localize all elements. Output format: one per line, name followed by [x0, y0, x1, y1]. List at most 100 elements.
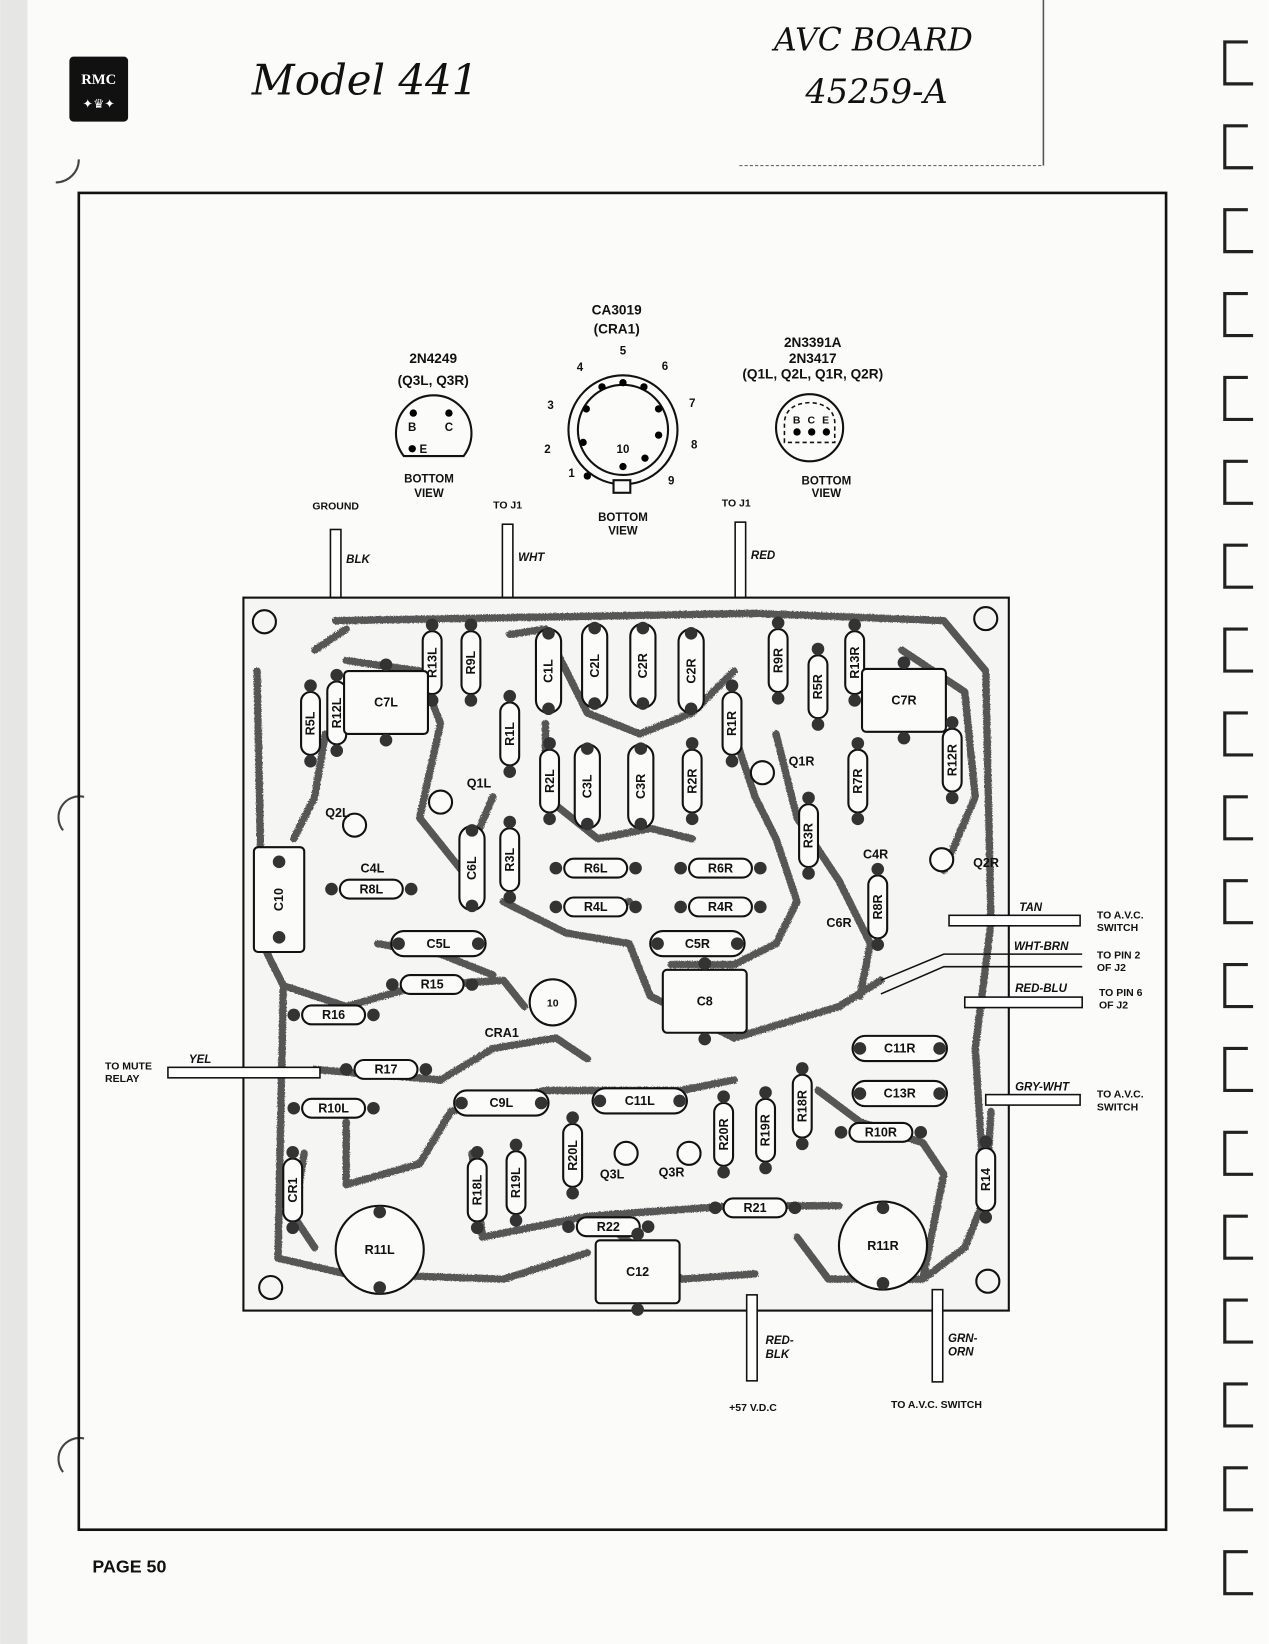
component-r4r: R4R — [674, 896, 767, 918]
svg-text:SWITCH: SWITCH — [1097, 923, 1138, 934]
svg-text:WHT-BRN: WHT-BRN — [1014, 941, 1069, 953]
component-label: R5L — [304, 711, 318, 735]
wire-yel: YEL TO MUTE RELAY — [105, 1054, 321, 1085]
rmc-logo: RMC ✦♛✦ — [69, 56, 129, 122]
svg-text:SWITCH: SWITCH — [1097, 1102, 1138, 1113]
svg-text:TO A.V.C.: TO A.V.C. — [1097, 910, 1144, 921]
component-r18l: R18L — [466, 1145, 488, 1235]
component-r1l: R1L — [499, 689, 521, 778]
svg-text:CA3019: CA3019 — [592, 303, 642, 318]
component-r11r: R11R — [837, 1200, 929, 1291]
svg-text:TAN: TAN — [1019, 902, 1042, 914]
transistor-q2r: Q2R — [929, 847, 999, 873]
component-label: C11L — [625, 1094, 655, 1108]
component-c6l: C6L — [458, 824, 486, 913]
wire-red-blk: RED- BLK +57 V.D.C — [729, 1294, 794, 1414]
component-c10: C10 — [252, 846, 306, 954]
component-r2l: R2L — [539, 737, 561, 826]
wire-j1-left: TO J1 WHT — [493, 501, 545, 622]
component-label: C3R — [634, 774, 648, 799]
component-r21: R21 — [708, 1197, 802, 1219]
transistor-q3r: Q3R — [659, 1140, 702, 1179]
transistor-q3l: Q3L — [600, 1140, 639, 1181]
component-c7l: C7L — [343, 658, 429, 747]
component-r4l: R4L — [549, 896, 642, 918]
component-r10l: R10L — [287, 1097, 380, 1119]
component-label: CR1 — [286, 1177, 300, 1202]
svg-text:GROUND: GROUND — [312, 502, 359, 513]
component-label: C2R — [636, 653, 650, 678]
component-r14: R14 — [975, 1135, 997, 1224]
component-label: C6R — [826, 916, 851, 930]
component-label: R8R — [871, 894, 885, 919]
component-label: R1R — [725, 711, 739, 736]
component-label: C1L — [542, 659, 556, 683]
component-r16: R16 — [287, 1004, 380, 1026]
component-label: R2R — [685, 769, 699, 794]
svg-text:BLK: BLK — [346, 554, 371, 566]
pin-label: 6 — [662, 361, 668, 373]
component-label: R10L — [318, 1101, 349, 1115]
component-r2r: R2R — [681, 737, 703, 826]
component-label: R13R — [848, 647, 862, 679]
component-c5l: C5L — [390, 929, 487, 958]
component-r8r: R8R — [867, 862, 889, 951]
page-number: PAGE 50 — [92, 1557, 166, 1577]
component-label: R19L — [509, 1167, 523, 1198]
svg-text:GRN-: GRN- — [948, 1333, 978, 1345]
component-r13r: R13R — [844, 618, 866, 707]
component-label: C9L — [489, 1096, 513, 1110]
component-r12l: R12L — [326, 668, 348, 757]
component-r18r: R18R — [791, 1062, 813, 1151]
component-r20r: R20R — [713, 1090, 735, 1179]
wire-grn-orn: GRN- ORN TO A.V.C. SWITCH — [891, 1288, 982, 1411]
component-label: R22 — [597, 1220, 620, 1234]
component-label: R7R — [851, 769, 865, 794]
component-label: C7L — [374, 696, 398, 710]
svg-text:E: E — [420, 444, 428, 456]
svg-text:B: B — [408, 422, 416, 434]
pin-label: 10 — [617, 444, 630, 456]
component-r15: R15 — [386, 974, 479, 995]
svg-text:TO J1: TO J1 — [493, 501, 522, 512]
svg-text:WHT: WHT — [518, 552, 545, 564]
pinout-2n3391a: 2N3391A 2N3417 (Q1L, Q2L, Q1R, Q2R) B C … — [742, 335, 883, 500]
component-label: R15 — [421, 978, 444, 992]
component-label: R13L — [425, 647, 439, 678]
pin-label: 1 — [568, 468, 575, 480]
pin-label: 3 — [547, 400, 553, 412]
component-label: R12R — [945, 744, 959, 776]
component-r6r: R6R — [674, 857, 767, 879]
scan-edge — [0, 0, 28, 1644]
wire-tan: TAN TO A.V.C. SWITCH — [948, 902, 1144, 934]
svg-text:Q2L: Q2L — [325, 806, 350, 820]
component-label: R16 — [322, 1008, 345, 1022]
svg-text:C: C — [807, 416, 815, 427]
component-label: C5L — [427, 937, 451, 951]
component-cr1: CR1 — [282, 1145, 304, 1235]
component-c3l: C3L — [573, 742, 601, 831]
component-label: R11R — [867, 1239, 898, 1253]
component-label: C8 — [697, 994, 713, 1008]
svg-text:Q2R: Q2R — [973, 856, 999, 870]
board-number: 45259-A — [804, 72, 947, 111]
svg-text:E: E — [822, 416, 829, 427]
component-label: R12L — [330, 697, 344, 728]
svg-text:(CRA1): (CRA1) — [594, 321, 640, 336]
component-label: R4L — [584, 900, 608, 914]
transistor-q1l: Q1L — [427, 776, 492, 815]
board-name: AVC BOARD — [771, 22, 973, 58]
component-label: C10 — [272, 888, 286, 911]
component-label: C5R — [685, 937, 710, 951]
svg-text:+57 V.D.C: +57 V.D.C — [729, 1403, 777, 1414]
component-r10r: R10R — [834, 1121, 928, 1143]
svg-text:VIEW: VIEW — [414, 488, 444, 500]
component-label: R1L — [503, 722, 517, 746]
component-label: C2R — [684, 658, 698, 683]
component-c11r: C11R — [851, 1034, 948, 1063]
component-r3l: R3L — [499, 815, 521, 904]
component-label: C7R — [891, 694, 916, 708]
